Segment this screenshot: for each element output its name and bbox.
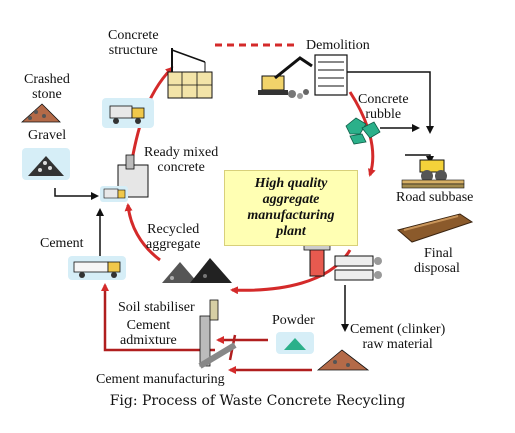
plant-line: High quality [254, 176, 328, 191]
label-line: Ready mixed [144, 145, 219, 160]
arrow-plant-to-recycled [230, 249, 352, 295]
label-line: aggregate [146, 237, 201, 252]
label-line: concrete [157, 160, 205, 175]
label-line: Concrete [108, 28, 159, 43]
demolition-icon [258, 54, 348, 99]
label-recycled-aggregate: Recycled aggregate [146, 222, 200, 252]
recycled-aggregate-icon [162, 258, 232, 283]
label-crashed-stone: Crashed stone [24, 72, 70, 102]
label-line: raw material [362, 337, 433, 352]
powder-icon [276, 332, 314, 354]
arrow-recycled-to-readymix [124, 203, 161, 262]
label-gravel: Gravel [28, 128, 67, 143]
plant-line: plant [276, 224, 306, 239]
label-line: Recycled [147, 222, 200, 237]
label-line: Cement (clinker) [350, 322, 446, 337]
label-line: stone [32, 87, 62, 102]
label-powder: Powder [272, 313, 315, 328]
label-demolition: Demolition [306, 38, 370, 53]
label-cement: Cement [40, 236, 84, 251]
label-line: Cement [126, 318, 171, 333]
gravel-icon [22, 148, 70, 180]
crashed-stone-icon [20, 103, 61, 123]
final-disposal-icon [396, 213, 474, 243]
label-line: disposal [414, 261, 460, 276]
label-cement-admixture: Cement admixture [120, 318, 177, 348]
clinker-raw-material-icon [316, 349, 370, 371]
label-final-disposal: Final disposal [414, 246, 460, 276]
label-ready-mixed-concrete: Ready mixed concrete [144, 145, 218, 175]
label-concrete-structure: Concrete structure [108, 28, 159, 58]
label-line: Crashed [24, 72, 70, 87]
concrete-rubble-icon [345, 117, 381, 145]
label-concrete-rubble: Concrete rubble [358, 92, 409, 122]
label-soil-stabiliser: Soil stabiliser [118, 300, 195, 315]
label-line: structure [108, 43, 158, 58]
label-line: rubble [365, 107, 402, 122]
plant-line: manufacturing [247, 208, 335, 223]
label-road-subbase: Road subbase [396, 190, 474, 205]
label-line: admixture [120, 333, 177, 348]
label-line: Final [424, 246, 453, 261]
cement-kiln-icon [198, 299, 237, 369]
label-cement-manufacturing: Cement manufacturing [96, 372, 225, 387]
road-roller-icon [401, 159, 465, 189]
label-line: Concrete [358, 92, 409, 107]
ready-mix-plant-icon [100, 154, 149, 202]
mixer-truck-icon-top [102, 98, 154, 128]
black-flow-lines [54, 71, 434, 332]
crusher-machine-icon [303, 243, 382, 281]
cement-truck-icon [68, 256, 126, 280]
concrete-structure-icon [167, 48, 213, 99]
aggregate-plant-box: High quality aggregate manufacturing pla… [224, 170, 358, 246]
plant-line: aggregate [262, 192, 320, 207]
figure-caption: Fig: Process of Waste Concrete Recycling [109, 393, 406, 409]
label-cement-clinker: Cement (clinker) raw material [350, 322, 445, 352]
